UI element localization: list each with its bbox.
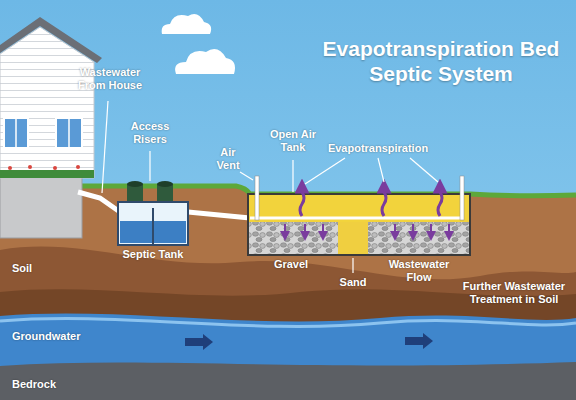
groundwater-arrows-part (405, 333, 433, 349)
flow-arrows-part (322, 224, 324, 236)
house (0, 17, 102, 238)
groundwater-arrows (185, 333, 433, 350)
leader-lines (102, 101, 438, 273)
clouds-part (162, 14, 211, 34)
layer-label: Soil (12, 262, 72, 275)
pipes-part (188, 212, 250, 218)
house-part (68, 118, 70, 148)
house-part (15, 118, 17, 148)
septic-tank-part (127, 181, 143, 187)
septic-tank-part (152, 208, 154, 244)
layer-label: Bedrock (12, 378, 92, 391)
soil-layers-part (0, 247, 576, 400)
evapotranspiration-bed-part (248, 194, 470, 255)
soil-layers (0, 186, 576, 400)
groundwater-arrows-part (185, 334, 213, 350)
flow-label: Wastewater Flow (382, 258, 456, 284)
house-part (28, 165, 32, 169)
house-part (8, 166, 12, 170)
material-label: Gravel (266, 258, 316, 271)
septic-tank-part (118, 202, 188, 245)
leader-lines-part (378, 158, 384, 182)
house-part (53, 166, 57, 170)
leader-lines-part (149, 151, 150, 181)
soil-layers-part (0, 289, 576, 400)
pipe-label: Wastewater From House (70, 66, 150, 92)
soil-layers-part (0, 186, 576, 400)
leader-lines-part (292, 160, 293, 192)
house-part (76, 165, 80, 169)
leader-lines-part (352, 258, 353, 273)
house-part (0, 17, 102, 63)
soil-layers-part (0, 313, 576, 400)
house-part (0, 170, 94, 178)
evapotranspiration-arrows-part (382, 186, 386, 216)
evapotranspiration-arrows-part (438, 186, 442, 216)
evapotranspiration-bed-part (255, 176, 259, 220)
evapotranspiration-arrows (300, 186, 442, 216)
house-part (0, 176, 82, 238)
evapotranspiration-bed-part (250, 217, 464, 220)
house-part (4, 118, 28, 148)
tank-label: Open Air Tank (262, 128, 324, 154)
process-label: Evapotranspiration (322, 142, 434, 155)
evapotranspiration-bed-part (338, 222, 368, 255)
flow-arrows-part (304, 224, 306, 236)
flow-arrows-part (284, 224, 286, 236)
vent-label: Air Vent (208, 146, 248, 172)
diagram-title: Evapotranspiration Bed Septic System (318, 36, 564, 86)
note-label: Further Wastewater Treatment in Soil (458, 280, 570, 306)
soil-layers-part (0, 318, 576, 326)
evapotranspiration-bed (248, 176, 470, 255)
evapotranspiration-bed-part (248, 222, 470, 255)
leader-lines-part (240, 172, 253, 180)
flow-arrows-part (412, 224, 414, 236)
leader-lines-part (305, 158, 345, 184)
house-part (56, 118, 82, 148)
clouds-part (175, 49, 235, 74)
septic-tank-part (157, 181, 173, 187)
septic-tank (118, 181, 188, 245)
flow-arrows-part (448, 224, 450, 236)
tank-label: Septic Tank (121, 248, 185, 261)
layer-label: Groundwater (12, 330, 102, 343)
flow-arrows-part (430, 224, 432, 236)
leader-lines-part (410, 158, 438, 182)
flow-arrows (285, 224, 449, 236)
clouds (162, 14, 235, 74)
evapotranspiration-arrows-part (300, 186, 304, 216)
riser-label: Access Risers (118, 120, 182, 146)
soil-layers-part (0, 362, 576, 400)
leader-lines-part (102, 101, 108, 193)
evapotranspiration-bed-part (460, 176, 464, 220)
pipes-part (78, 192, 120, 212)
flow-arrows-part (394, 224, 396, 236)
material-label: Sand (331, 276, 375, 289)
